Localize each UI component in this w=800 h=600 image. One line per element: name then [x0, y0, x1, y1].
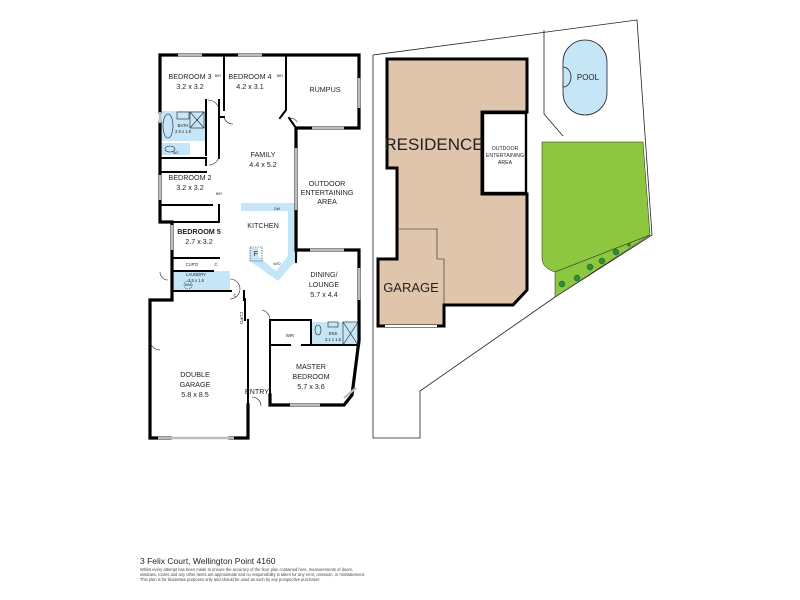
garage-outline: [397, 228, 445, 305]
door-swing: [288, 117, 298, 123]
outdoor-site-line3: AREA: [498, 160, 513, 166]
bath-area: [160, 111, 206, 141]
pool-steps: [562, 66, 572, 88]
door-swing: [149, 339, 161, 351]
site-plan: POOL RESIDENCE GARAGE OUTDOOR ENTERTAINI…: [372, 19, 653, 439]
shower-icon: [189, 111, 205, 129]
residence-label: RESIDENCE: [384, 135, 483, 154]
ensuite-area: [311, 322, 361, 345]
room-master-line1: MASTER: [296, 362, 326, 371]
room-bedroom2-size: 3.2 x 3.2: [176, 183, 204, 192]
window: [343, 387, 357, 399]
floor-plan: BIR BIR BIR BEDROOM 3 3.2 x 3.2 BEDROOM …: [148, 53, 361, 440]
room-master-size: 5.7 x 3.6: [297, 382, 325, 391]
garden-bed: [554, 234, 651, 298]
door-swing: [251, 396, 262, 407]
room-dining-line1: DINING/: [310, 270, 337, 279]
room-outdoor-line2: ENTERTAINING: [301, 188, 354, 197]
outdoor-site-line2: ENTERTAINING: [486, 153, 524, 159]
footer: 3 Felix Court, Wellington Point 4160 Whi…: [140, 556, 560, 583]
outdoor-site-line1: OUTDOOR: [492, 146, 519, 152]
room-dining-line2: LOUNGE: [309, 280, 340, 289]
disclaimer-line-1: Whilst every attempt has been made to en…: [140, 567, 353, 572]
room-rumpus-name: RUMPUS: [309, 85, 340, 94]
room-bedroom3-name: BEDROOM 3: [168, 72, 211, 81]
lawn-area: [541, 141, 651, 273]
pool-label: POOL: [577, 73, 600, 82]
room-family-size: 4.4 x 5.2: [249, 160, 277, 169]
room-outdoor-line3: AREA: [317, 197, 337, 206]
vanity-icon: [327, 321, 339, 328]
bir-label: BIR: [216, 192, 222, 196]
door-swing: [159, 271, 169, 281]
room-wc-name: WC: [173, 151, 179, 155]
garage-site-label: GARAGE: [383, 280, 439, 295]
dw-label: DW: [274, 207, 281, 211]
bir-label: BIR: [215, 74, 221, 78]
room-entry-name: ENTRY: [245, 387, 269, 396]
disclaimer-line-3: This plan is for illustrative purposes o…: [140, 577, 321, 583]
room-wir-name: WIR: [286, 333, 294, 338]
interior-walls: [159, 54, 360, 406]
washing-machine-icon: [183, 280, 193, 290]
wo-label: W/O: [273, 262, 280, 266]
room-bath-size: 2.8 x 1.8: [175, 129, 192, 134]
wm-label: WM: [185, 283, 191, 287]
room-bedroom2-name: BEDROOM 2: [168, 173, 211, 182]
shrub-icons: [558, 243, 631, 288]
room-master-line2: BEDROOM: [292, 372, 329, 381]
room-outdoor-line1: OUTDOOR: [309, 179, 346, 188]
room-kitchen-name: KITCHEN: [247, 221, 279, 230]
toilet-icon: [314, 324, 322, 336]
room-garage-size: 5.8 x 8.5: [181, 390, 209, 399]
door-swing: [207, 99, 220, 112]
outdoor-entertaining-site: [481, 111, 528, 195]
room-family-name: FAMILY: [250, 150, 275, 159]
room-dining-size: 5.7 x 4.4: [310, 290, 338, 299]
door-swing: [223, 116, 234, 125]
room-laundry-size: 3.5 x 1.6: [188, 278, 205, 283]
door-swing: [261, 309, 271, 321]
property-address: 3 Felix Court, Wellington Point 4160: [140, 556, 276, 566]
disclaimer-line-2: windows, rooms and any other items are a…: [140, 572, 366, 578]
room-bedroom5-name: BEDROOM 5: [177, 227, 221, 236]
door-swing: [208, 154, 220, 166]
room-ens-name: ENS: [329, 331, 338, 336]
fridge-icon: [249, 246, 263, 262]
c-label: C: [214, 262, 217, 267]
pool-shape: [562, 39, 608, 116]
room-bedroom4-name: BEDROOM 4: [228, 72, 271, 81]
room-bedroom4-size: 4.2 x 3.1: [236, 82, 264, 91]
bathtub-icon: [162, 113, 174, 139]
cupd-label: CUP'D: [186, 262, 199, 267]
kitchen-bench: [241, 203, 298, 281]
room-bedroom3-size: 3.2 x 3.2: [176, 82, 204, 91]
room-bath-name: BATH: [178, 123, 189, 128]
laundry-area: [172, 271, 230, 291]
fridge-label: F: [254, 249, 259, 258]
room-laundry-name: LAUNDRY: [186, 272, 206, 277]
bir-label: BIR: [277, 74, 283, 78]
vanity-icon: [176, 111, 190, 120]
cupd-label: CUP'D: [239, 312, 244, 325]
room-garage-line1: DOUBLE: [180, 370, 210, 379]
room-ens-size: 3.1 x 1.6: [325, 337, 342, 342]
shower-icon: [342, 321, 359, 346]
toilet-icon: [164, 145, 176, 153]
door-swing: [229, 278, 241, 300]
c-label: C: [233, 293, 236, 298]
room-garage-line2: GARAGE: [180, 380, 211, 389]
pool-zone-divider: [543, 30, 564, 137]
room-bedroom5-size: 2.7 x 3.2: [185, 237, 213, 246]
